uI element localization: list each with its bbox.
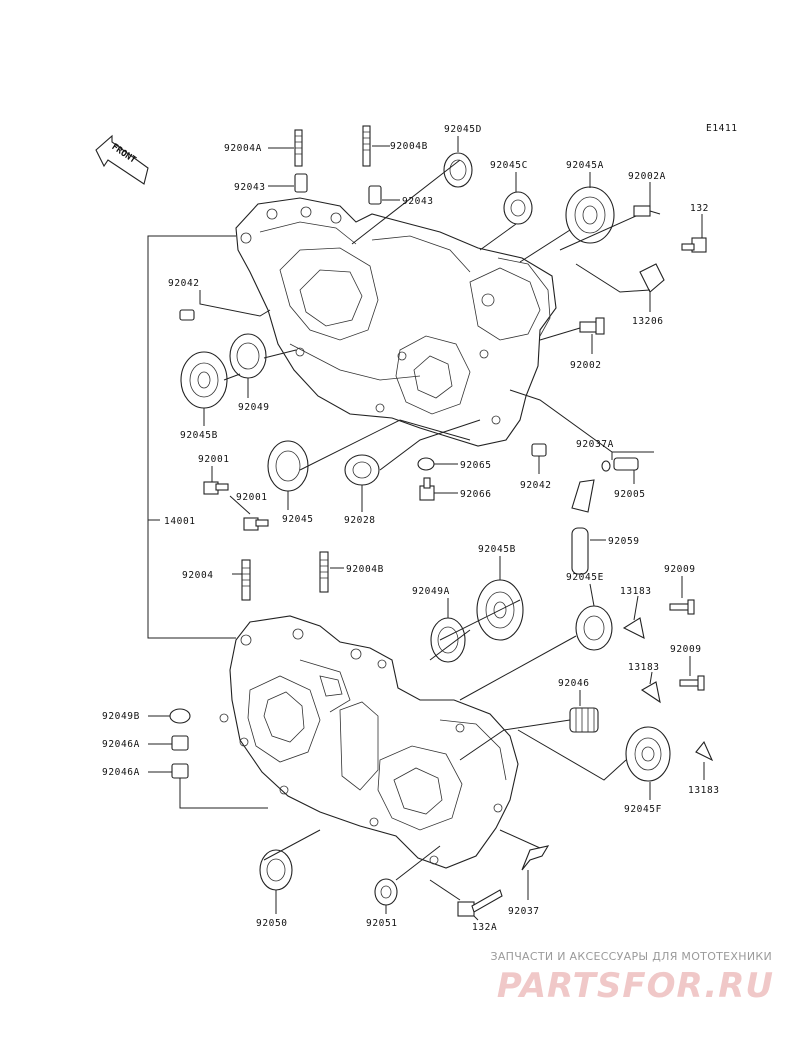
label-92046: 92046 [558,678,590,689]
label-92009-a: 92009 [664,564,696,575]
bearing-92046a-b [171,763,189,779]
label-92042-top: 92042 [168,278,200,289]
dowel-92043-left [294,173,308,193]
seal-92049a [430,617,466,663]
label-92004b-top: 92004B [390,141,428,152]
plate-13183-c [695,740,714,762]
label-132a: 132A [472,922,497,933]
label-13183-c: 13183 [688,785,720,796]
label-14001: 14001 [164,516,196,527]
pin-92042-top [179,309,195,321]
seal-92045c [503,191,533,225]
seal-92051 [374,878,398,906]
bearing-92045b-left [180,351,228,409]
clamp-92037 [521,845,550,871]
bolt-132a [457,889,503,917]
label-92065: 92065 [460,460,492,471]
stud-92004a [294,129,303,167]
label-92042-mid: 92042 [520,480,552,491]
bolt-132 [681,237,707,253]
part-labels: 92004A 92004B 92045D 92045C 92045A 92002… [102,124,720,933]
bearing-92046 [569,707,599,733]
label-92049a: 92049A [412,586,450,597]
bearing-92045d [443,152,473,188]
label-92045b-low: 92045B [478,544,516,555]
watermark-tagline: ЗАПЧАСТИ И АКСЕССУАРЫ ДЛЯ МОТОТЕХНИКИ [490,950,772,963]
label-92045: 92045 [282,514,314,525]
plate-13183-a [622,617,645,639]
label-92001-b: 92001 [236,492,268,503]
label-92045e: 92045E [566,572,604,583]
label-92004: 92004 [182,570,214,581]
bearing-92045a [565,186,615,244]
label-92049b: 92049B [102,711,140,722]
label-92028: 92028 [344,515,376,526]
stud-92004b-low [319,551,329,593]
diagram-code: E1411 [706,123,738,134]
bearing-92045 [267,440,309,492]
label-13183-b: 13183 [628,662,660,673]
label-92043-left: 92043 [234,182,266,193]
front-arrow-icon: FRONT [95,134,149,185]
label-13206: 13206 [632,316,664,327]
washer-92065 [417,457,435,471]
bolt-92001-a [203,481,229,495]
bracket-13206 [639,263,665,293]
label-92046a-a: 92046A [102,739,140,750]
label-92045a: 92045A [566,160,604,171]
dowel-92043-right [368,185,382,205]
watermark-logo: PARTSFOR.RU [496,966,774,1006]
clip-92037a [601,460,611,472]
label-92002a: 92002A [628,171,666,182]
bolt-92001-b [243,517,269,531]
label-92004b-low: 92004B [346,564,384,575]
plug-92066 [419,477,435,501]
label-92051: 92051 [366,918,398,929]
bearing-92046a-a [171,735,189,751]
bushing-92028 [344,454,380,486]
label-13183-a: 13183 [620,586,652,597]
label-92046a-b: 92046A [102,767,140,778]
label-92043-right: 92043 [402,196,434,207]
plate-13183-b [640,681,661,704]
bolt-92002a [633,205,661,217]
label-132: 132 [690,203,709,214]
label-92002: 92002 [570,360,602,371]
leader-lines [147,136,705,921]
plug-92002 [579,317,605,335]
label-92001-a: 92001 [198,454,230,465]
label-92045c: 92045C [490,160,528,171]
label-92037: 92037 [508,906,540,917]
stud-92004b [362,125,371,167]
label-92066: 92066 [460,489,492,500]
bearing-92045f [625,726,671,782]
hose-92059 [571,479,595,575]
label-92009-b: 92009 [670,644,702,655]
label-92045b-left: 92045B [180,430,218,441]
label-92004a-top: 92004A [224,143,262,154]
seal-92050 [259,849,293,891]
fitting-92005 [613,457,639,471]
pin-92042-mid [531,443,547,457]
lower-crankcase-half [219,615,519,869]
label-92045f: 92045F [624,804,662,815]
stud-92004 [241,559,251,601]
label-92059: 92059 [608,536,640,547]
label-92049: 92049 [238,402,270,413]
washer-92049b [169,708,191,724]
label-92045d: 92045D [444,124,482,135]
bolt-92009-a [669,599,695,615]
label-92037a: 92037A [576,439,614,450]
seal-92049 [229,333,267,379]
label-92005: 92005 [614,489,646,500]
bolt-92009-b [679,675,705,691]
upper-crankcase-half [235,197,557,447]
label-92050: 92050 [256,918,288,929]
bearing-92045e [575,605,613,651]
